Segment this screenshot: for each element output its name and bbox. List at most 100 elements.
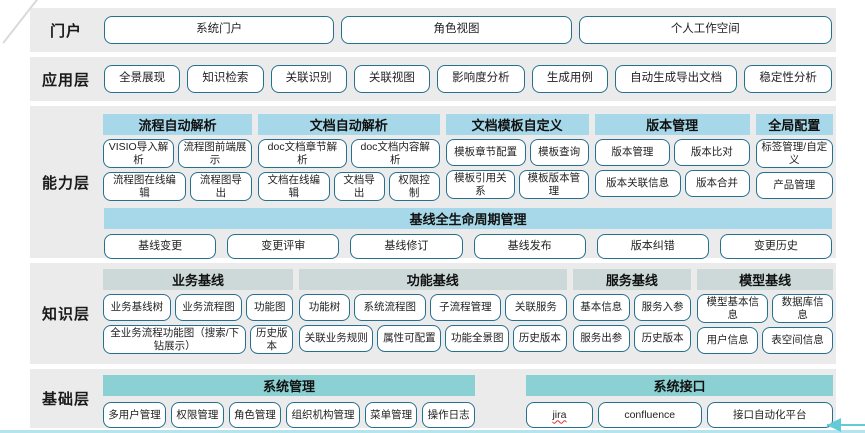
knowledge-button[interactable]: 服务出参	[572, 325, 630, 352]
foundation-button[interactable]: 菜单管理	[364, 402, 418, 428]
foundation-row: 多用户管理权限管理角色管理组织机构管理菜单管理操作日志	[103, 402, 475, 428]
capability-row: 文档在线编辑文档导出权限控制	[257, 172, 440, 202]
foundation-button[interactable]: 权限管理	[171, 402, 224, 428]
application-button[interactable]: 全景展现	[104, 65, 181, 93]
knowledge-button[interactable]: 子流程管理	[429, 294, 502, 321]
knowledge-row: 业务基线树业务流程图功能图	[103, 294, 294, 321]
capability-group-title: 版本管理	[594, 114, 750, 135]
knowledge-group: 业务基线业务基线树业务流程图功能图全业务流程功能图（搜索/下钻展示）历史版本	[103, 269, 294, 355]
capability-button[interactable]: 模板版本管理	[519, 170, 589, 200]
application-button[interactable]: 影响度分析	[437, 65, 525, 93]
knowledge-row: 基本信息服务入参	[572, 294, 692, 321]
capability-button[interactable]: 版本比对	[674, 139, 750, 166]
bottom-divider-line	[0, 430, 865, 433]
baseline-button[interactable]: 基线修订	[350, 234, 463, 260]
capability-button[interactable]: 文档在线编辑	[257, 172, 330, 202]
capability-button[interactable]: 版本管理	[594, 139, 671, 166]
knowledge-button[interactable]: 系统流程图	[353, 294, 426, 321]
foundation-group-title: 系统管理	[103, 375, 475, 396]
layer-label-portal: 门户	[49, 22, 82, 40]
knowledge-button[interactable]: 表空间信息	[761, 327, 834, 355]
application-button[interactable]: 生成用例	[531, 65, 608, 93]
capability-group-title: 流程自动解析	[103, 114, 252, 135]
baseline-button[interactable]: 变更评审	[227, 234, 340, 260]
foundation-button[interactable]: confluence	[597, 402, 702, 428]
foundation-button[interactable]: 组织机构管理	[286, 402, 360, 428]
knowledge-group: 服务基线基本信息服务入参服务出参历史版本	[572, 269, 692, 352]
knowledge-button[interactable]: 关联业务规则	[299, 325, 374, 352]
capability-button[interactable]: 版本关联信息	[594, 170, 681, 197]
portal-button[interactable]: 角色视图	[341, 16, 572, 44]
knowledge-button[interactable]: 模型基本信息	[697, 294, 769, 324]
knowledge-button[interactable]: 功能图	[246, 294, 294, 321]
knowledge-button[interactable]: 功能全景图	[445, 325, 510, 352]
knowledge-button[interactable]: 业务基线树	[103, 294, 171, 321]
baseline-button[interactable]: 版本纠错	[596, 234, 709, 260]
portal-button[interactable]: 系统门户	[104, 16, 335, 44]
capability-button[interactable]: doc文档内容解析	[350, 139, 440, 169]
baseline-button[interactable]: 基线发布	[473, 234, 586, 260]
knowledge-button[interactable]: 基本信息	[572, 294, 630, 321]
portal-button[interactable]: 个人工作空间	[578, 16, 832, 44]
foundation-button[interactable]: 接口自动化平台	[706, 402, 833, 428]
application-button[interactable]: 稳定性分析	[744, 65, 832, 93]
capability-button[interactable]: 标签管理/自定义	[755, 139, 833, 169]
capability-group: 版本管理版本管理版本比对版本关联信息版本合并	[594, 114, 750, 197]
knowledge-button[interactable]: 业务流程图	[174, 294, 243, 321]
knowledge-button[interactable]: 历史版本	[633, 325, 692, 352]
application-button[interactable]: 自动生成导出文档	[615, 65, 738, 93]
knowledge-row: 关联业务规则属性可配置功能全景图历史版本	[299, 325, 567, 352]
capability-button[interactable]: doc文档章节解析	[257, 139, 347, 169]
knowledge-button[interactable]: 历史版本	[250, 325, 294, 355]
foundation-button[interactable]: 操作日志	[422, 402, 475, 428]
knowledge-row: 用户信息表空间信息	[697, 327, 834, 355]
knowledge-group: 功能基线功能树系统流程图子流程管理关联服务关联业务规则属性可配置功能全景图历史版…	[299, 269, 567, 352]
application-button[interactable]: 关联识别	[270, 65, 347, 93]
capability-button[interactable]: 流程图在线编辑	[103, 172, 186, 202]
knowledge-button[interactable]: 用户信息	[697, 327, 758, 355]
capability-button[interactable]: 版本合并	[684, 170, 750, 197]
knowledge-button[interactable]: 全业务流程功能图（搜索/下钻展示）	[103, 325, 247, 355]
capability-button[interactable]: 模板引用关系	[445, 170, 516, 200]
capability-group-title: 文档模板自定义	[445, 114, 589, 135]
knowledge-button[interactable]: 数据库信息	[772, 294, 833, 324]
capability-row: 流程图在线编辑流程图导出	[103, 172, 252, 202]
capability-row: 版本管理版本比对	[594, 139, 750, 166]
capability-button[interactable]: 产品管理	[755, 172, 833, 200]
baseline-button[interactable]: 基线变更	[104, 234, 217, 260]
knowledge-button[interactable]: 关联服务	[505, 294, 567, 321]
foundation-button[interactable]: 角色管理	[228, 402, 282, 428]
knowledge-group-title: 模型基线	[697, 269, 833, 290]
knowledge-button[interactable]: 服务入参	[633, 294, 692, 321]
foundation-button[interactable]: 多用户管理	[103, 402, 167, 428]
knowledge-group-title: 功能基线	[299, 269, 567, 290]
capability-group: 全局配置标签管理/自定义产品管理	[755, 114, 833, 200]
capability-button[interactable]: 模板查询	[529, 139, 589, 166]
knowledge-groups: 业务基线业务基线树业务流程图功能图全业务流程功能图（搜索/下钻展示）历史版本功能…	[103, 263, 834, 364]
layer-label-capability: 能力层	[41, 174, 90, 192]
application-button[interactable]: 知识检索	[187, 65, 264, 93]
capability-button[interactable]: 流程图前端展示	[177, 139, 252, 169]
knowledge-row: 服务出参历史版本	[572, 325, 692, 352]
capability-button[interactable]: 文档导出	[333, 172, 385, 202]
knowledge-row: 全业务流程功能图（搜索/下钻展示）历史版本	[103, 325, 294, 355]
capability-button[interactable]: VISIO导入解析	[103, 139, 174, 169]
foundation-button[interactable]: jira	[526, 402, 593, 428]
knowledge-button[interactable]: 功能树	[299, 294, 350, 321]
knowledge-button[interactable]: 属性可配置	[377, 325, 442, 352]
capability-button[interactable]: 模板章节配置	[445, 139, 526, 166]
capability-button[interactable]: 流程图导出	[189, 172, 252, 202]
layer-label-knowledge: 知识层	[41, 306, 90, 323]
capability-button[interactable]: 权限控制	[388, 172, 440, 202]
baseline-button[interactable]: 变更历史	[719, 234, 833, 260]
application-button[interactable]: 关联视图	[353, 65, 430, 93]
baseline-lifecycle-header: 基线全生命周期管理	[104, 208, 832, 230]
knowledge-button[interactable]: 历史版本	[513, 325, 567, 352]
capability-group: 文档模板自定义模板章节配置模板查询模板引用关系模板版本管理	[445, 114, 589, 200]
knowledge-group-title: 服务基线	[572, 269, 692, 290]
capability-row: 产品管理	[755, 172, 833, 200]
